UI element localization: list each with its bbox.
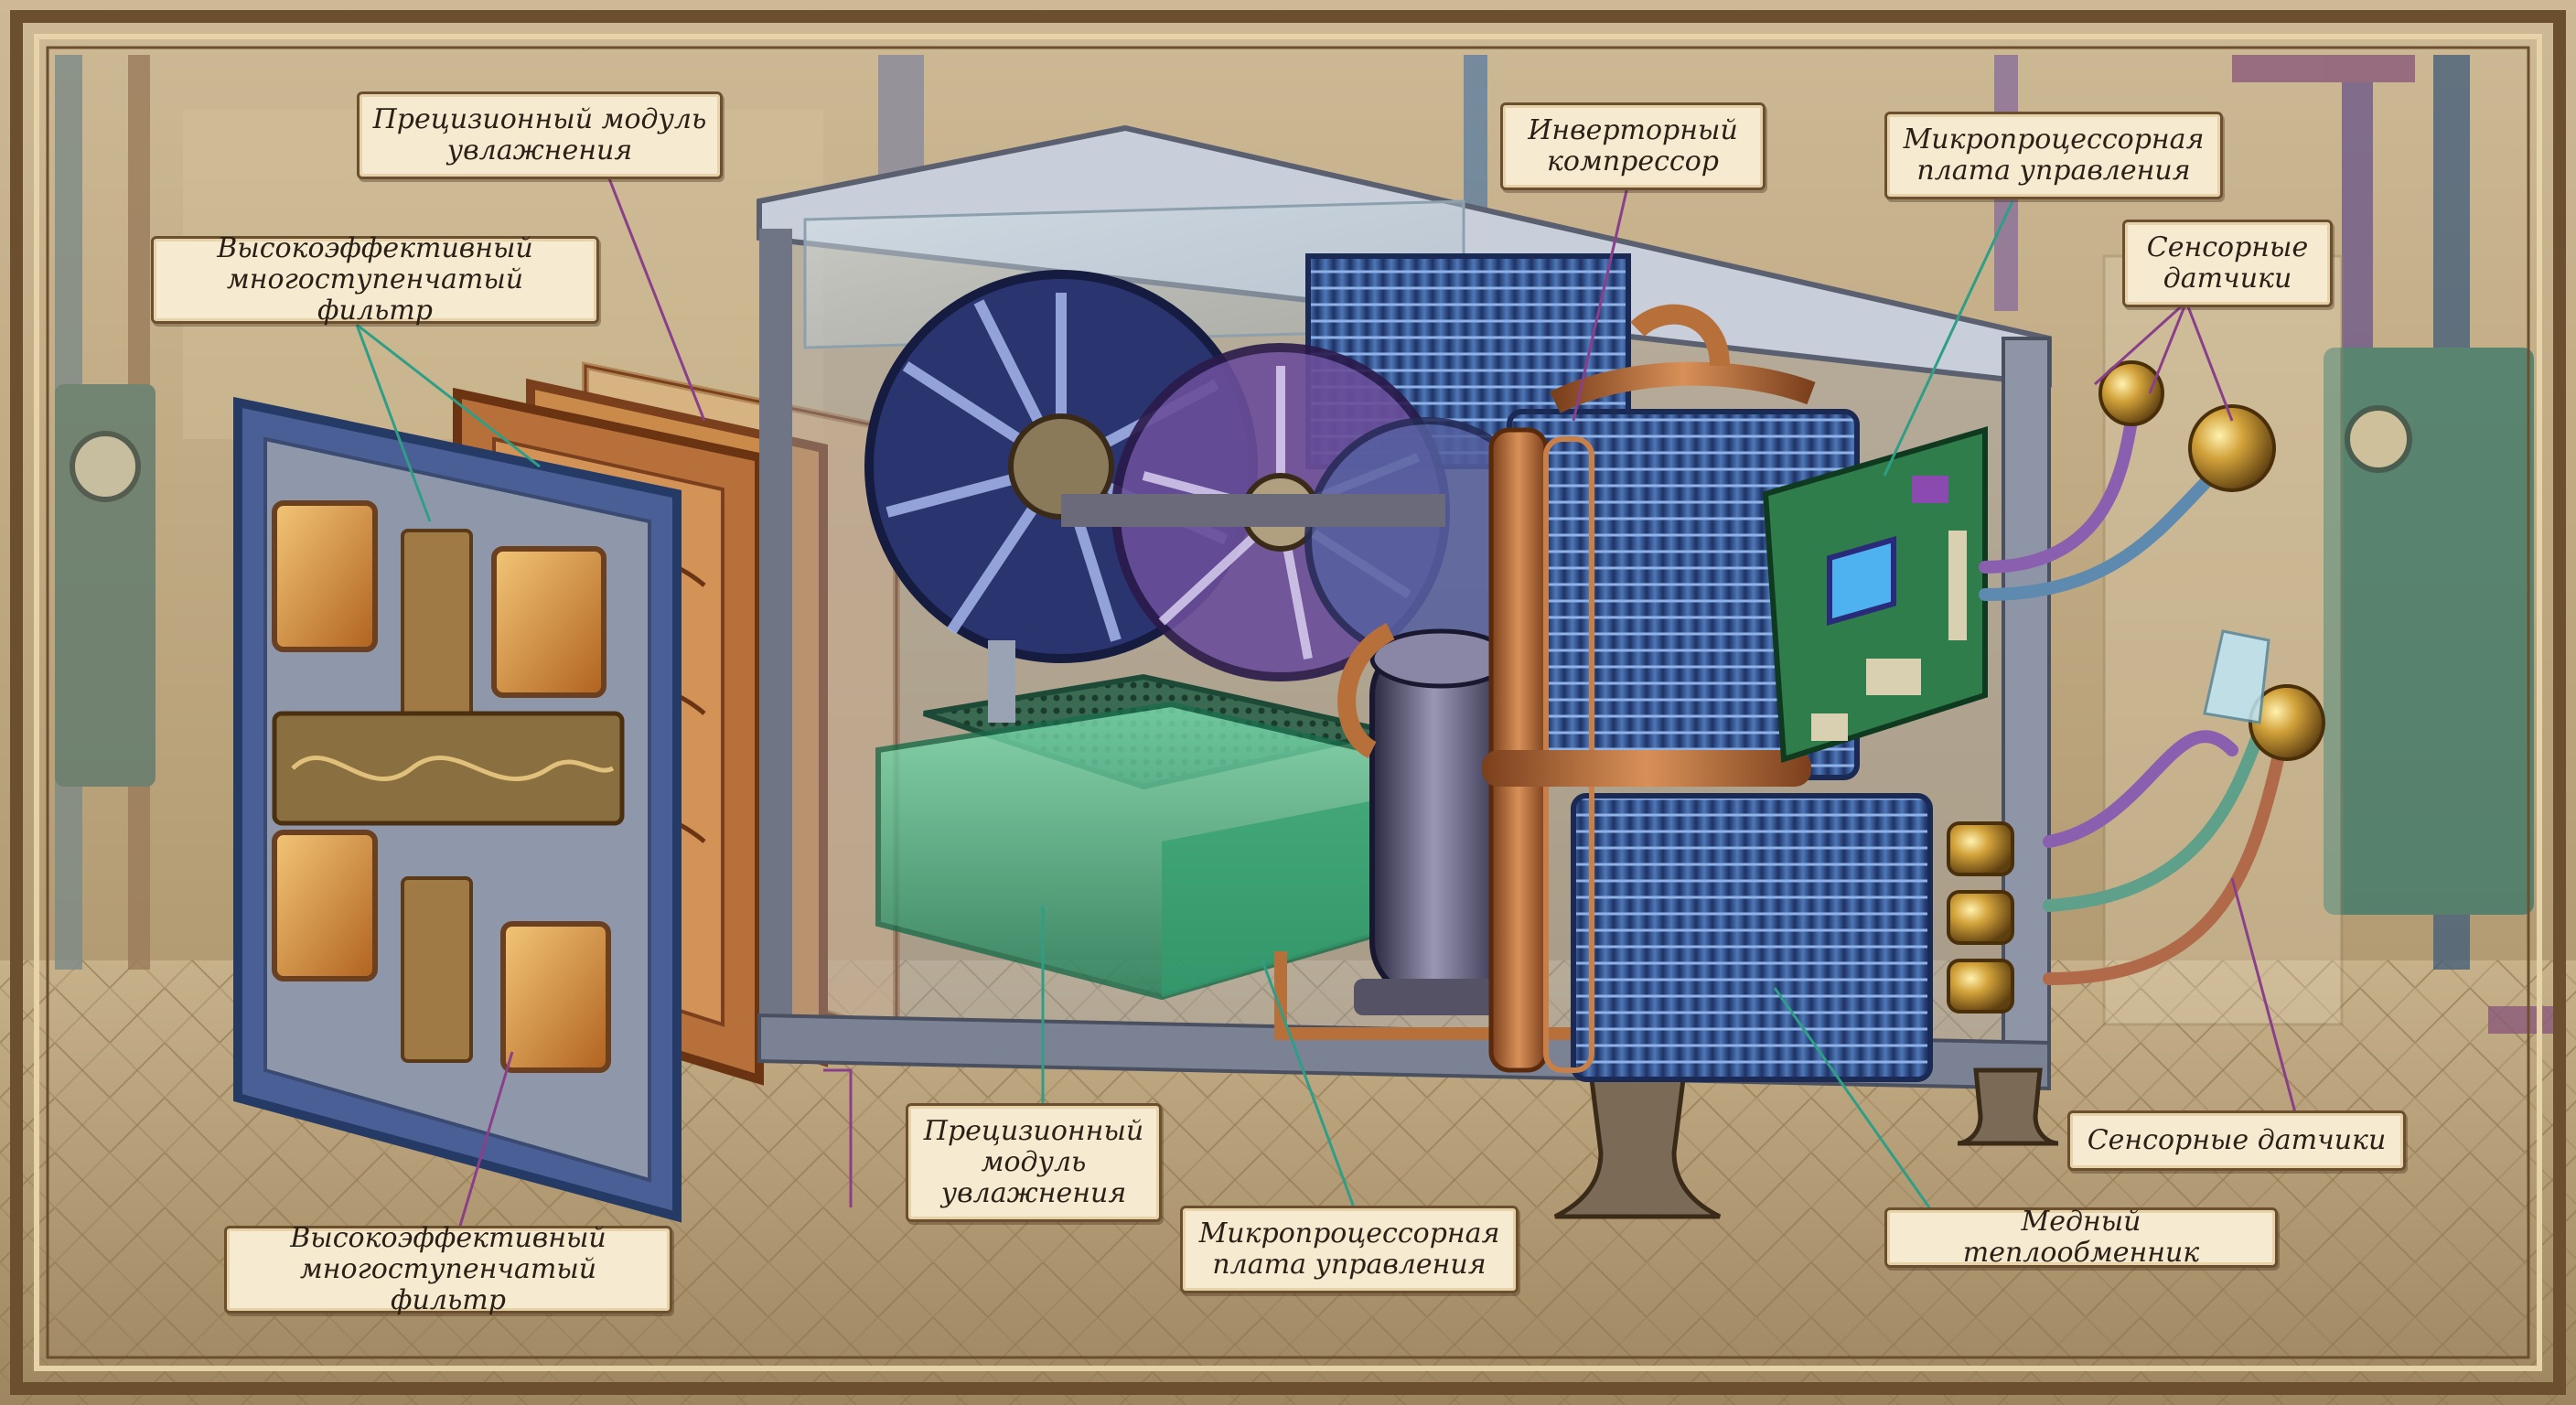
label-humidifier-module-top-text: Прецизионный модуль увлажнения	[372, 103, 707, 166]
label-filter-top-text: Высокоэффективный многоступенчатый фильт…	[217, 232, 533, 327]
label-sensors-bottom: Сенсорные датчики	[2067, 1110, 2406, 1171]
label-control-board-bottom-text: Микропроцессорная плата управления	[1198, 1217, 1500, 1281]
label-humidifier-module-bottom: Прецизионный модуль увлажнения	[906, 1103, 1162, 1222]
filter-panels	[233, 361, 900, 1223]
label-compressor: Инверторный компрессор	[1500, 102, 1766, 190]
label-filter-bottom-text: Высокоэффективный многоступенчатый фильт…	[290, 1222, 606, 1316]
fans	[864, 270, 1550, 681]
leader-lines	[355, 164, 2298, 1236]
label-heat-exchanger: Медный теплообменник	[1884, 1206, 2278, 1269]
control-board	[1762, 426, 1988, 764]
label-sensors-bottom-text: Сенсорные датчики	[2087, 1124, 2387, 1156]
label-sensors-top-text: Сенсорные датчики	[2146, 231, 2309, 295]
label-control-board-top-text: Микропроцессорная плата управления	[1903, 123, 2205, 187]
label-heat-exchanger-text: Медный теплообменник	[1962, 1206, 2200, 1269]
label-humidifier-module-top: Прецизионный модуль увлажнения	[357, 91, 723, 179]
label-filter-bottom: Высокоэффективный многоступенчатый фильт…	[224, 1222, 672, 1316]
heat-exchanger	[1482, 304, 1933, 1082]
label-sensors-top: Сенсорные датчики	[2122, 220, 2333, 307]
compressor	[1274, 581, 1592, 1040]
label-control-board-bottom: Микропроцессорная плата управления	[1180, 1206, 1519, 1293]
label-control-board-top: Микропроцессорная плата управления	[1884, 112, 2223, 199]
label-compressor-text: Инверторный компрессор	[1528, 114, 1738, 177]
label-filter-top: Высокоэффективный многоступенчатый фильт…	[151, 232, 599, 327]
sensors	[1979, 414, 2284, 985]
label-humidifier-module-bottom-text: Прецизионный модуль увлажнения	[923, 1115, 1144, 1209]
